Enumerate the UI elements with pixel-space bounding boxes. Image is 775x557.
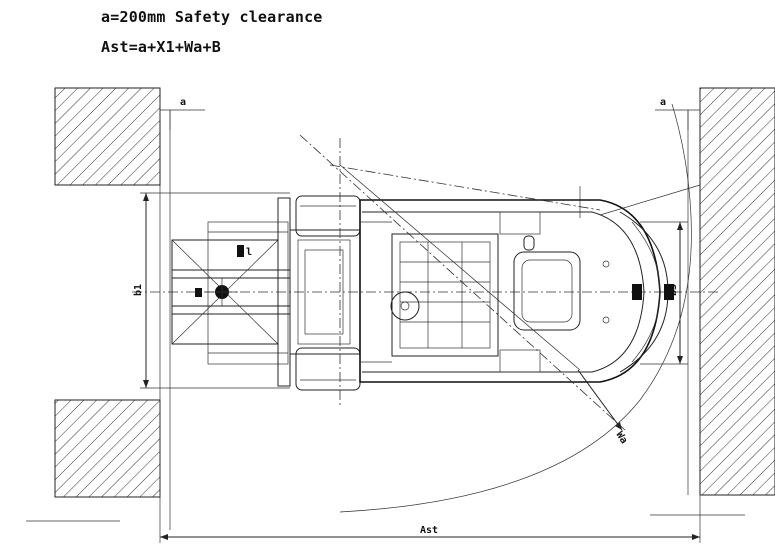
clearance-a-left-label: a: [180, 97, 186, 108]
clearance-a-right-label: a: [660, 97, 666, 108]
turning-geometry: Wa: [299, 134, 701, 446]
wall-right: [699, 87, 775, 496]
formula-aisle-width: Ast=a+X1+Wa+B: [101, 38, 221, 56]
pallet-load: l: [171, 221, 289, 365]
forklift-truck: [277, 195, 669, 391]
turning-radius-arc: [339, 103, 692, 513]
b3-label: b3: [668, 284, 679, 296]
wa-dimension: b3: [640, 221, 688, 365]
formula-safety-clearance: a=200mm Safety clearance: [101, 8, 323, 26]
ast-dimension: Ast: [160, 525, 700, 540]
clearance-left-marker: a: [159, 97, 205, 130]
b1-dimension: b1: [133, 192, 290, 389]
rack-top-left: [54, 87, 161, 186]
ast-label: Ast: [420, 525, 438, 536]
b1-label: b1: [133, 284, 144, 296]
load-length-label: l: [246, 247, 252, 258]
rack-bottom-left: [54, 399, 161, 498]
wa-label: Wa: [613, 430, 629, 446]
